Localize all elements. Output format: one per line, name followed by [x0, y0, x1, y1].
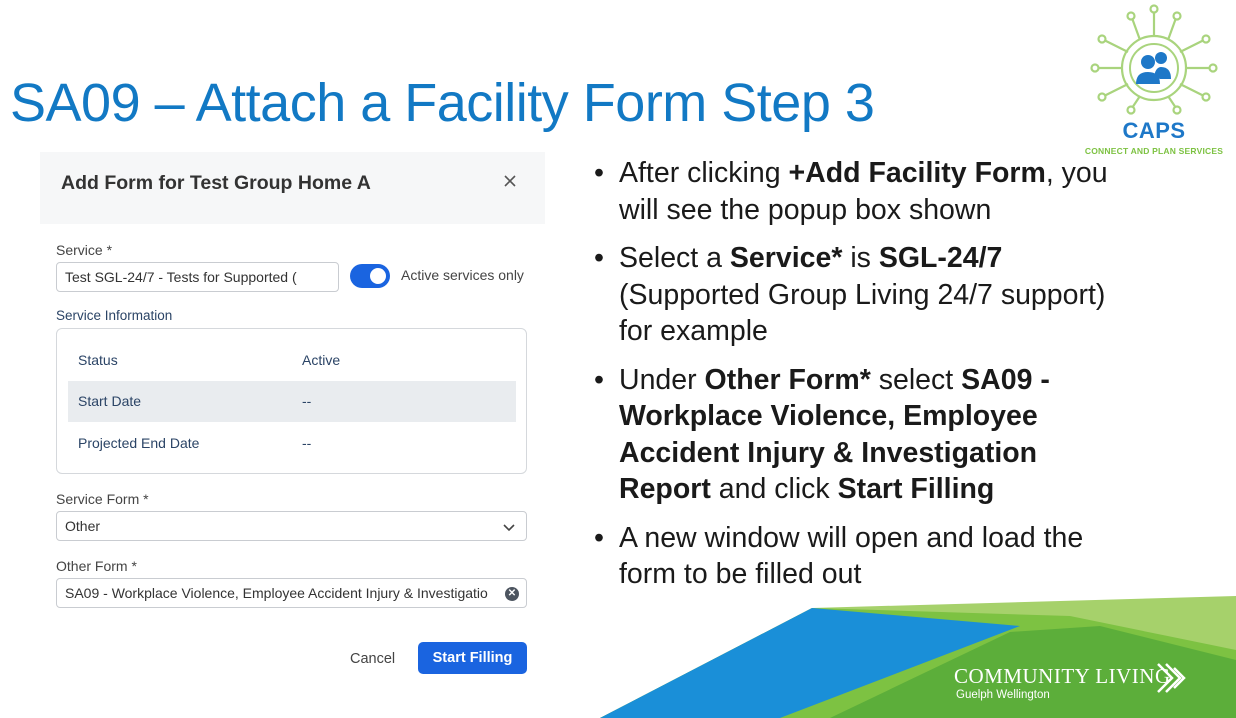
start-filling-button[interactable]: Start Filling — [418, 642, 527, 674]
dialog-title: Add Form for Test Group Home A — [61, 172, 371, 194]
instruction-item: Select a Service* is SGL-24/7 (Supported… — [592, 240, 1122, 350]
info-key: Status — [78, 352, 118, 368]
text: is — [842, 242, 879, 274]
caps-logo: CAPS CONNECT AND PLAN SERVICES — [1074, 4, 1234, 156]
service-label: Service * — [56, 242, 113, 258]
active-services-toggle[interactable] — [350, 264, 390, 288]
service-form-select[interactable]: Other — [56, 511, 527, 541]
info-key: Projected End Date — [78, 435, 200, 451]
cancel-button[interactable]: Cancel — [350, 651, 396, 667]
clear-icon[interactable]: ✕ — [505, 587, 519, 601]
info-row-projected-end-date: Projected End Date -- — [68, 423, 516, 464]
active-services-label: Active services only — [401, 267, 524, 283]
instruction-item: After clicking +Add Facility Form, you w… — [592, 155, 1122, 228]
bold-text: SA09 - Workplace Violence, Employee Acci… — [619, 363, 1050, 506]
community-living-logo: COMMUNITY LIVING Guelph Wellington — [954, 660, 1194, 710]
info-value: Active — [302, 352, 341, 368]
bold-text: Start Filling — [837, 473, 995, 505]
bold-text: Service* — [729, 242, 843, 274]
info-value: -- — [302, 435, 312, 451]
service-input[interactable]: Test SGL-24/7 - Tests for Supported ( — [56, 262, 339, 292]
chevron-mark-icon — [1157, 663, 1186, 693]
text: A new window will open and load the form… — [619, 521, 1084, 591]
bold-text: SGL-24/7 — [878, 242, 1003, 274]
text: (Supported Group Living 24/7 support) fo… — [619, 278, 1106, 348]
service-form-value: Other — [65, 518, 101, 534]
logo-name: CAPS — [1122, 118, 1186, 143]
service-information-label: Service Information — [56, 308, 173, 323]
info-row-start-date: Start Date -- — [68, 381, 516, 422]
service-information-card: Status Active Start Date -- Projected En… — [56, 328, 527, 474]
close-icon[interactable] — [501, 172, 519, 190]
chevron-down-icon — [503, 524, 515, 532]
text: After clicking — [619, 157, 789, 189]
people-network-icon — [1090, 4, 1218, 115]
info-value: -- — [302, 393, 312, 409]
service-form-label: Service Form * — [56, 491, 149, 507]
instruction-list: After clicking +Add Facility Form, you w… — [592, 155, 1122, 605]
dialog-header: Add Form for Test Group Home A — [40, 152, 545, 224]
org-name: COMMUNITY LIVING — [954, 664, 1171, 688]
footer-wave-graphic — [600, 596, 1236, 718]
info-row-status: Status Active — [68, 340, 516, 381]
org-subtitle: Guelph Wellington — [956, 689, 1050, 701]
info-key: Start Date — [78, 393, 142, 409]
bold-text: +Add Facility Form — [788, 157, 1046, 189]
slide-title: SA09 – Attach a Facility Form Step 3 — [10, 73, 875, 133]
text: Select a — [619, 242, 730, 274]
other-form-label: Other Form * — [56, 558, 137, 574]
other-form-value: SA09 - Workplace Violence, Employee Acci… — [65, 585, 488, 601]
toggle-knob — [370, 268, 386, 284]
add-form-dialog: Add Form for Test Group Home A Service *… — [40, 152, 545, 692]
text: Under — [619, 363, 705, 396]
text: select — [870, 363, 962, 396]
bold-text: Other Form* — [704, 363, 871, 396]
text: , you will see the popup box shown — [619, 157, 1108, 226]
instruction-item: Under Other Form* select SA09 - Workplac… — [592, 362, 1122, 508]
other-form-select[interactable]: SA09 - Workplace Violence, Employee Acci… — [56, 578, 527, 608]
logo-tagline: CONNECT AND PLAN SERVICES — [1084, 146, 1224, 156]
text: and click — [710, 473, 838, 505]
instruction-item: A new window will open and load the form… — [592, 520, 1122, 593]
